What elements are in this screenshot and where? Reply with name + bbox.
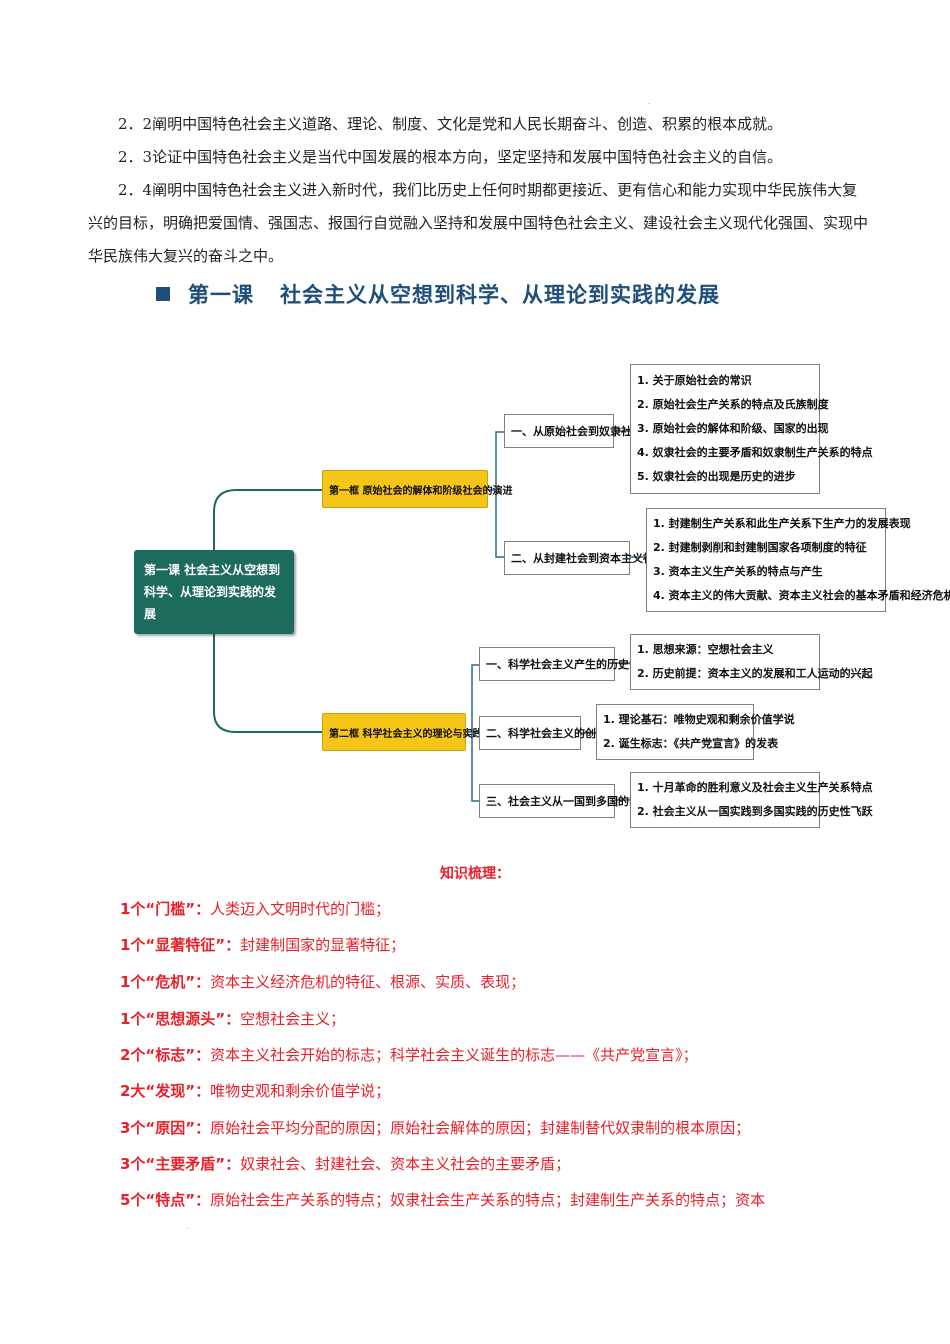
knowledge-title: 知识梳理： xyxy=(440,866,510,882)
knowledge-text: 唯物史观和剩余价值学说； xyxy=(210,1082,391,1100)
leaf-list-topic5: 1. 十月革命的胜利意义及社会主义生产关系特点 2. 社会主义从一国实践到多国实… xyxy=(630,772,873,828)
frame2-node: 第二框 科学社会主义的理论与实践 xyxy=(322,713,482,751)
leaf-item: 2. 社会主义从一国实践到多国实践的历史性飞跃 xyxy=(637,805,873,818)
leaf-item: 2. 历史前提：资本主义的发展和工人运动的兴起 xyxy=(637,667,873,680)
knowledge-line: 3个“主要矛盾”：奴隶社会、封建社会、资本主义社会的主要矛盾； xyxy=(120,1154,880,1174)
knowledge-key: 2个“标志”： xyxy=(120,1046,211,1064)
knowledge-text: 资本主义社会开始的标志；科学社会主义诞生的标志——《共产党宣言》； xyxy=(210,1046,698,1064)
intro-paragraph-2-3: 2．3论证中国特色社会主义是当代中国发展的根本方向，坚定坚持和发展中国特色社会主… xyxy=(118,148,783,166)
leaf-item: 1. 封建制生产关系和此生产关系下生产力的发展表现 xyxy=(653,517,911,530)
knowledge-text: 人类迈入文明时代的门槛； xyxy=(210,900,391,918)
leaf-item: 3. 资本主义生产关系的特点与产生 xyxy=(653,565,823,578)
knowledge-line: 3个“原因”：原始社会平均分配的原因；原始社会解体的原因；封建制替代奴隶制的根本… xyxy=(120,1118,880,1138)
connector-frame2-branch xyxy=(466,664,479,802)
knowledge-key: 2大“发现”： xyxy=(120,1082,211,1100)
frame1-node: 第一框 原始社会的解体和阶级社会的演进 xyxy=(322,470,512,508)
leaf-item: 2. 诞生标志：《共产党宣言》的发表 xyxy=(603,737,779,750)
knowledge-line: 5个“特点”：原始社会生产关系的特点；奴隶社会生产关系的特点；封建制生产关系的特… xyxy=(120,1190,880,1210)
square-bullet-icon xyxy=(156,287,170,301)
lesson-title: 社会主义从空想到科学、从理论到实践的发展 xyxy=(280,283,720,307)
knowledge-line: 1个“显著特征”：封建制国家的显著特征； xyxy=(120,935,880,955)
leaf-item: 1. 理论基石：唯物史观和剩余价值学说 xyxy=(603,713,795,726)
leaf-item: 2. 原始社会生产关系的特点及氏族制度 xyxy=(637,398,829,411)
leaf-list-topic2: 1. 封建制生产关系和此生产关系下生产力的发展表现 2. 封建制剥削和封建制国家… xyxy=(646,508,950,612)
leaf-item: 3. 原始社会的解体和阶级、国家的出现 xyxy=(637,422,829,435)
knowledge-line: 1个“思想源头”：空想社会主义； xyxy=(120,1009,880,1029)
leaf-item: 1. 关于原始社会的常识 xyxy=(637,374,752,387)
leaf-item: 5. 奴隶社会的出现是历史的进步 xyxy=(637,470,796,483)
knowledge-text: 封建制国家的显著特征； xyxy=(240,936,406,954)
intro-paragraph-2-2: 2．2阐明中国特色社会主义道路、理论、制度、文化是党和人民长期奋斗、创造、积累的… xyxy=(118,115,783,133)
topic-primitive-to-slave: 一、从原始社会到奴隶社会 xyxy=(504,414,643,448)
knowledge-line: 1个“门槛”：人类迈入文明时代的门槛； xyxy=(120,899,880,919)
intro-paragraph-2-4: 2．4阐明中国特色社会主义进入新时代，我们比历史上任何时期都更接近、更有信心和能… xyxy=(88,181,869,265)
knowledge-key: 1个“显著特征”： xyxy=(120,936,241,954)
topic-founding: 二、科学社会主义的创立 xyxy=(479,716,607,750)
scan-dot: . xyxy=(648,97,651,106)
knowledge-key: 1个“危机”： xyxy=(120,973,211,991)
knowledge-line: 2个“标志”：资本主义社会开始的标志；科学社会主义诞生的标志——《共产党宣言》； xyxy=(120,1045,880,1065)
knowledge-text: 原始社会生产关系的特点；奴隶社会生产关系的特点；封建制生产关系的特点；资本 xyxy=(210,1191,766,1209)
leaf-item: 1. 十月革命的胜利意义及社会主义生产关系特点 xyxy=(637,781,873,794)
knowledge-text: 奴隶社会、封建社会、资本主义社会的主要矛盾； xyxy=(240,1155,571,1173)
knowledge-text: 空想社会主义； xyxy=(240,1010,346,1028)
knowledge-line: 2大“发现”：唯物史观和剩余价值学说； xyxy=(120,1081,880,1101)
leaf-list-topic4: 1. 理论基石：唯物史观和剩余价值学说 2. 诞生标志：《共产党宣言》的发表 xyxy=(596,704,795,760)
leaf-list-topic3: 1. 思想来源：空想社会主义 2. 历史前提：资本主义的发展和工人运动的兴起 xyxy=(630,634,873,690)
topic-feudal-to-capitalist: 二、从封建社会到资本主义社会 xyxy=(504,541,665,575)
leaf-item: 4. 资本主义的伟大贡献、资本主义社会的基本矛盾和经济危机 xyxy=(653,589,950,602)
connector-root-frame2 xyxy=(213,634,322,733)
leaf-item: 4. 奴隶社会的主要矛盾和奴隶制生产关系的特点 xyxy=(637,446,873,459)
mindmap-root-node: 第一课 社会主义从空想到科学、从理论到实践的发展 xyxy=(134,550,294,634)
topic-historical-conditions: 一、科学社会主义产生的历史条件 xyxy=(479,647,651,681)
leaf-item: 1. 思想来源：空想社会主义 xyxy=(637,643,774,656)
lesson-heading: 第一课 社会主义从空想到科学、从理论到实践的发展 xyxy=(156,278,720,310)
knowledge-text: 原始社会平均分配的原因；原始社会解体的原因；封建制替代奴隶制的根本原因； xyxy=(210,1119,751,1137)
knowledge-key: 1个“思想源头”： xyxy=(120,1010,241,1028)
lesson-number: 第一课 xyxy=(188,283,254,307)
knowledge-line: 1个“危机”：资本主义经济危机的特征、根源、实质、表现； xyxy=(120,972,880,992)
leaf-list-topic1: 1. 关于原始社会的常识 2. 原始社会生产关系的特点及氏族制度 3. 原始社会… xyxy=(630,364,873,494)
leaf-item: 2. 封建制剥削和封建制国家各项制度的特征 xyxy=(653,541,867,554)
connector-frame1-branch xyxy=(486,431,504,558)
knowledge-key: 5个“特点”： xyxy=(120,1191,211,1209)
connector-root-frame1 xyxy=(213,489,322,550)
knowledge-key: 1个“门槛”： xyxy=(120,900,211,918)
scan-dot: . xyxy=(186,1222,189,1231)
knowledge-key: 3个“原因”： xyxy=(120,1119,211,1137)
topic-one-to-many-countries: 三、社会主义从一国到多国的实践 xyxy=(479,784,651,818)
knowledge-text: 资本主义经济危机的特征、根源、实质、表现； xyxy=(210,973,526,991)
knowledge-key: 3个“主要矛盾”： xyxy=(120,1155,241,1173)
